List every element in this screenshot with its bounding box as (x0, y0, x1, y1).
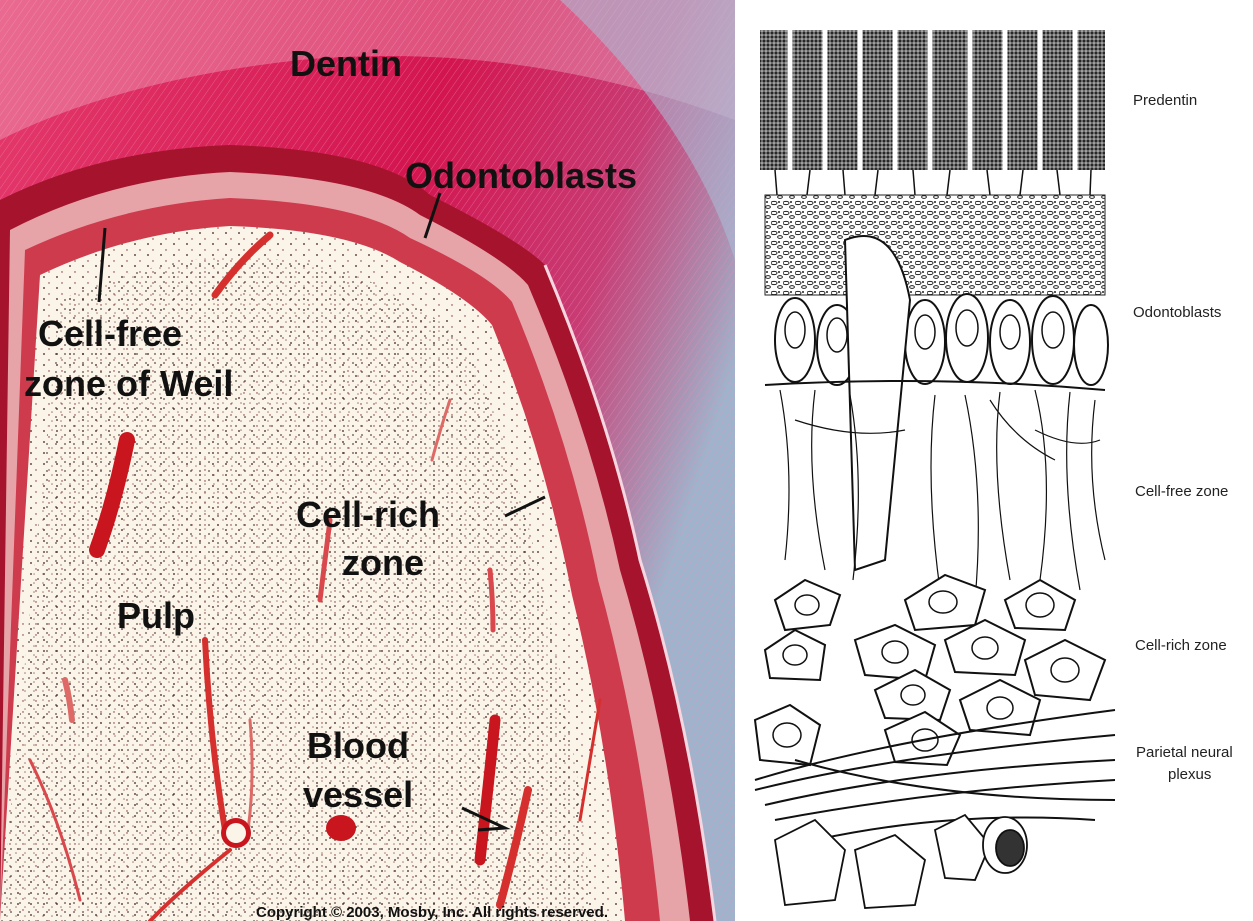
copyright-notice: Copyright © 2003, Mosby, Inc. All rights… (256, 904, 608, 921)
label-odontoblasts-drawing: Odontoblasts (1133, 303, 1221, 323)
label-blood-vessel-line2: vessel (303, 775, 413, 815)
label-cell-rich-zone: Cell-rich zone (1135, 636, 1227, 656)
label-parietal-neural-plexus-line1: Parietal neural (1136, 743, 1233, 763)
cell-free-zone-fibers (780, 390, 1105, 600)
histology-micrograph: Dentin Odontoblasts Cell-free zone of We… (0, 0, 735, 921)
deep-pulp-cells (775, 815, 1027, 908)
label-cell-free-zone: Cell-free zone (1135, 482, 1228, 502)
schematic-drawing: Predentin Odontoblasts Cell-free zone Ce… (735, 0, 1253, 921)
label-cell-free-zone-line1: Cell-free (38, 314, 182, 354)
label-pulp: Pulp (117, 596, 195, 636)
predentin-layer (760, 30, 1105, 195)
label-cell-free-zone-line2: zone of Weil (24, 364, 233, 404)
label-cell-rich-zone-line1: Cell-rich (296, 495, 440, 535)
label-odontoblasts: Odontoblasts (405, 156, 637, 196)
label-parietal-neural-plexus-line2: plexus (1168, 765, 1211, 785)
label-blood-vessel-line1: Blood (307, 726, 409, 766)
label-cell-rich-zone-line2: zone (342, 543, 424, 583)
label-predentin: Predentin (1133, 91, 1197, 111)
label-dentin: Dentin (290, 44, 402, 84)
